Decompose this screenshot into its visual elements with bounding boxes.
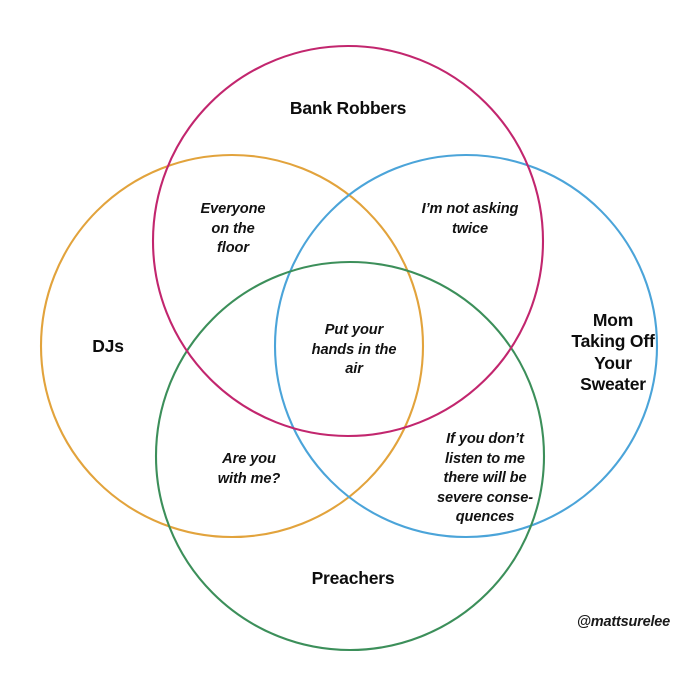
region-text-put-your-hands-in-the-air: Put your hands in the air <box>311 322 397 378</box>
set-label-djs: DJs <box>92 336 124 356</box>
set-label-mom-taking-off-your-sweater: Mom Taking Off Your Sweater <box>571 310 655 395</box>
circle-bank-robbers <box>151 44 545 438</box>
set-label-bank-robbers: Bank Robbers <box>289 98 407 118</box>
circle-mom <box>273 153 659 539</box>
region-text-severe-consequences: If you don’t listen to me there will be … <box>436 431 534 526</box>
region-text-everyone-on-the-floor: Everyone on the floor <box>200 201 266 257</box>
circle-djs <box>39 153 425 539</box>
signature-watermark: @mattsurelee <box>576 614 670 630</box>
set-label-preachers: Preachers <box>311 568 395 588</box>
circle-preachers <box>154 260 546 652</box>
region-text-im-not-asking-twice: I’m not asking twice <box>421 201 519 237</box>
region-text-are-you-with-me: Are you with me? <box>217 451 281 487</box>
